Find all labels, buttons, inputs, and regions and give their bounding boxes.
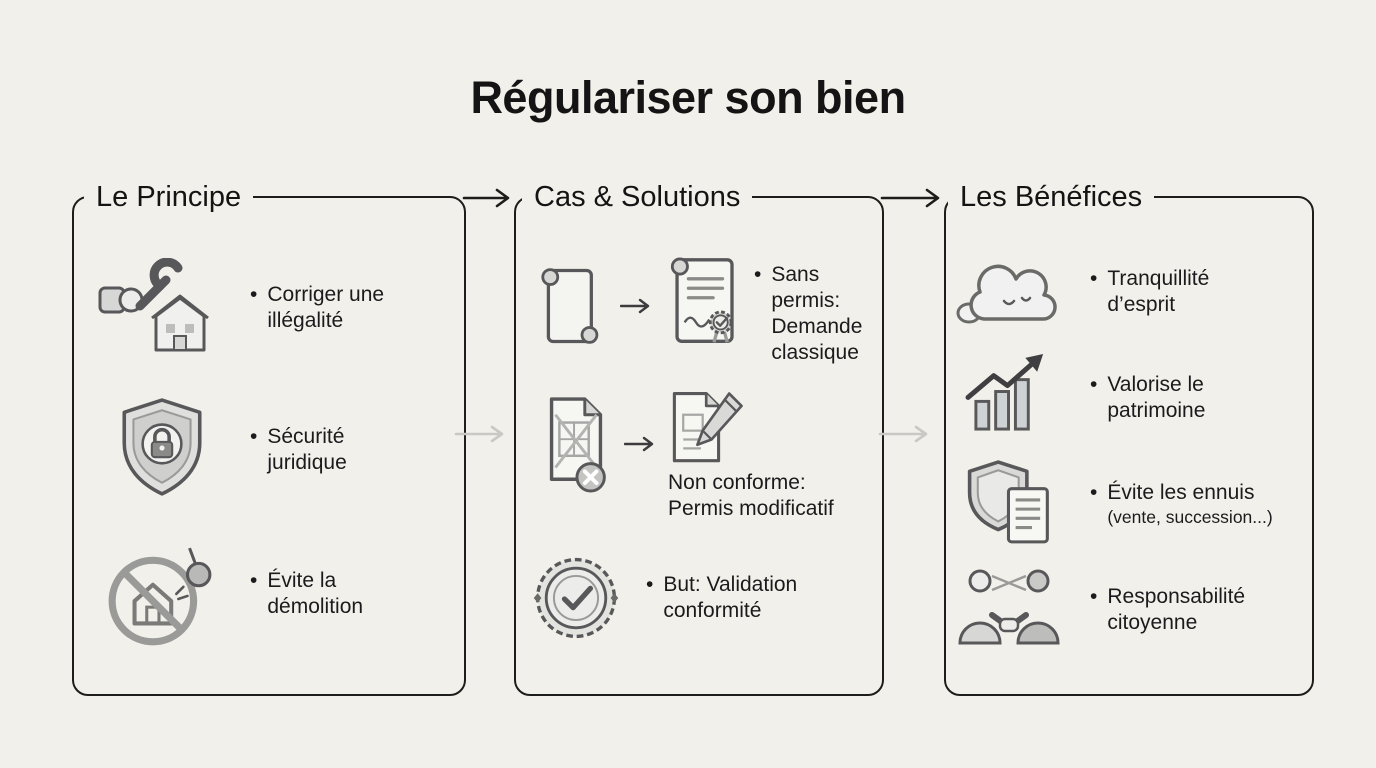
benefit-item-4: Responsabilité citoyenne <box>1090 584 1245 636</box>
stamped-permit-icon <box>660 250 750 354</box>
blank-scroll-icon <box>526 256 610 356</box>
section-heading-le-principe: Le Principe <box>84 176 254 218</box>
hand-wrench-house-icon <box>98 258 218 358</box>
sleeping-cloud-icon <box>956 254 1068 332</box>
rejected-plan-icon <box>532 392 620 502</box>
cas-item-2: Non conforme: Permis modificatif <box>668 471 834 520</box>
panel-le-principe <box>72 196 466 696</box>
principle-item-2: Sécurité juridique <box>250 424 350 476</box>
page-title: Régulariser son bien <box>470 72 906 123</box>
benefit-item-3: Évite les ennuis (vente, succession...) <box>1090 480 1305 529</box>
cas-item-3: But: Validation conformité <box>646 572 804 624</box>
cas-item-1: Sans permis: Demande classique <box>754 262 862 366</box>
growth-chart-icon <box>958 350 1062 434</box>
arrow-right-icon <box>624 436 658 452</box>
principle-item-1: Corriger une illégalité <box>250 282 400 334</box>
section-heading-les-benefices: Les Bénéfices <box>948 176 1155 218</box>
principle-item-3: Évite la démolition <box>250 568 370 620</box>
benefit-item-2: Valorise le patrimoine <box>1090 372 1205 424</box>
section-heading-cas-solutions: Cas & Solutions <box>522 176 753 218</box>
plan-edit-icon <box>662 388 746 468</box>
handshake-icon <box>954 562 1066 648</box>
arrow-right-icon <box>620 298 654 314</box>
no-demolition-icon <box>104 542 216 654</box>
conformity-seal-icon <box>528 550 624 646</box>
shield-document-icon <box>960 458 1060 548</box>
shield-lock-icon <box>116 396 208 498</box>
benefit-item-1: Tranquillité d’esprit <box>1090 266 1210 318</box>
